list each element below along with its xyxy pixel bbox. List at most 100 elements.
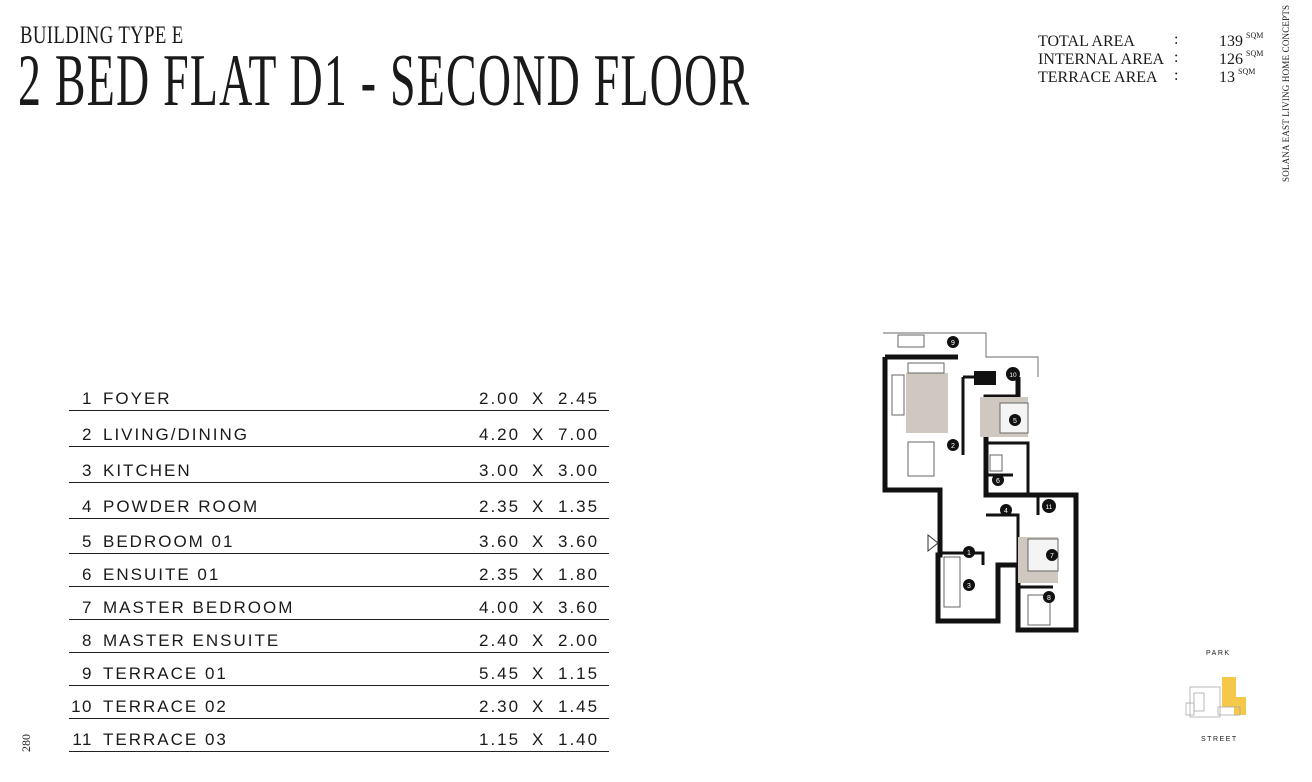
area-colon: : bbox=[1174, 31, 1179, 48]
table-row: 9 TERRACE 01 5.45 X 1.15 bbox=[69, 663, 609, 686]
room-number: 3 bbox=[82, 461, 93, 480]
ensuite-fixtures bbox=[989, 454, 1003, 472]
svg-text:7: 7 bbox=[1050, 553, 1054, 560]
room-name: MASTER ENSUITE bbox=[103, 631, 281, 650]
dimension-separator: X bbox=[532, 532, 544, 551]
table-row: 10 TERRACE 02 2.30 X 1.45 bbox=[69, 696, 609, 719]
dimension-separator: X bbox=[532, 461, 544, 480]
room-length: 2.00 bbox=[558, 631, 600, 650]
room-length: 3.00 bbox=[558, 461, 600, 480]
plan-marker-2: 2 bbox=[947, 439, 959, 451]
room-width: 3.60 bbox=[479, 532, 521, 551]
plan-marker-7: 7 bbox=[1046, 549, 1058, 561]
table-row: 7 MASTER BEDROOM 4.00 X 3.60 bbox=[69, 597, 609, 620]
page-title: 2 BED FLAT D1 - SECOND FLOOR bbox=[18, 40, 751, 122]
room-width: 2.00 bbox=[479, 389, 521, 408]
room-name: MASTER BEDROOM bbox=[103, 598, 295, 617]
svg-text:2: 2 bbox=[951, 443, 955, 450]
room-number: 1 bbox=[82, 389, 93, 408]
dimension-separator: X bbox=[532, 631, 544, 650]
area-number: 139 bbox=[1219, 33, 1243, 50]
room-name: LIVING/DINING bbox=[103, 425, 249, 444]
terrace-railing bbox=[974, 371, 996, 385]
table-row: 2 LIVING/DINING 4.20 X 7.00 bbox=[69, 424, 609, 447]
floor-plan: 1 2 3 4 5 6 7 8 9 10 11 bbox=[882, 332, 1079, 633]
table-row: 5 BEDROOM 01 3.60 X 3.60 bbox=[69, 531, 609, 554]
table-row: 3 KITCHEN 3.00 X 3.00 bbox=[69, 460, 609, 483]
dimension-separator: X bbox=[532, 565, 544, 584]
building-type-label: BUILDING TYPE E bbox=[20, 22, 184, 49]
room-length: 1.80 bbox=[558, 565, 600, 584]
room-length: 1.45 bbox=[558, 697, 600, 716]
room-name: FOYER bbox=[103, 389, 172, 408]
dimension-separator: X bbox=[532, 730, 544, 749]
plan-marker-1: 1 bbox=[963, 546, 975, 558]
brand-vertical-text: SOLANA EAST LIVING HOME CONCEPTS bbox=[1281, 4, 1291, 182]
room-name: BEDROOM 01 bbox=[103, 532, 235, 551]
room-length: 1.40 bbox=[558, 730, 600, 749]
room-name: TERRACE 03 bbox=[103, 730, 228, 749]
dimension-separator: X bbox=[532, 497, 544, 516]
interior-wall bbox=[986, 441, 1030, 495]
room-width: 4.20 bbox=[479, 425, 521, 444]
svg-text:3: 3 bbox=[967, 583, 971, 590]
dimension-separator: X bbox=[532, 697, 544, 716]
dimension-separator: X bbox=[532, 389, 544, 408]
room-name: KITCHEN bbox=[103, 461, 192, 480]
area-colon: : bbox=[1174, 67, 1179, 84]
dining-table bbox=[907, 441, 935, 477]
key-plan-diagram bbox=[1185, 677, 1246, 718]
interior-wall bbox=[938, 551, 985, 565]
dimension-separator: X bbox=[532, 598, 544, 617]
plan-marker-6: 6 bbox=[992, 474, 1004, 486]
svg-text:8: 8 bbox=[1047, 595, 1051, 602]
dimension-separator: X bbox=[532, 664, 544, 683]
room-width: 5.45 bbox=[479, 664, 521, 683]
room-name: ENSUITE 01 bbox=[103, 565, 221, 584]
page-number: 280 bbox=[19, 734, 33, 752]
table-row: 6 ENSUITE 01 2.35 X 1.80 bbox=[69, 564, 609, 587]
room-width: 2.35 bbox=[479, 565, 521, 584]
terrace-outline bbox=[883, 332, 1039, 377]
table-row: 8 MASTER ENSUITE 2.40 X 2.00 bbox=[69, 630, 609, 653]
room-width: 2.35 bbox=[479, 497, 521, 516]
sofa bbox=[891, 374, 905, 416]
key-plan: PARK STREET bbox=[1180, 645, 1260, 750]
dimension-separator: X bbox=[532, 425, 544, 444]
interior-wall bbox=[986, 513, 1020, 565]
plan-marker-9: 9 bbox=[947, 336, 959, 348]
table-row: 1 FOYER 2.00 X 2.45 bbox=[69, 388, 609, 411]
room-width: 1.15 bbox=[479, 730, 521, 749]
living-rug bbox=[906, 373, 948, 433]
room-number: 11 bbox=[72, 730, 93, 749]
area-label: TERRACE AREA bbox=[1038, 69, 1158, 86]
room-length: 3.60 bbox=[558, 598, 600, 617]
plan-marker-11: 11 bbox=[1042, 499, 1056, 513]
svg-text:11: 11 bbox=[1046, 504, 1053, 511]
area-label: INTERNAL AREA bbox=[1038, 51, 1165, 68]
room-number: 5 bbox=[82, 532, 93, 551]
room-name: TERRACE 02 bbox=[103, 697, 228, 716]
room-name: TERRACE 01 bbox=[103, 664, 228, 683]
area-unit: SQM bbox=[1238, 67, 1256, 76]
room-length: 2.45 bbox=[558, 389, 600, 408]
svg-text:1: 1 bbox=[967, 550, 971, 557]
room-length: 1.15 bbox=[558, 664, 600, 683]
area-unit: SQM bbox=[1246, 49, 1264, 58]
area-number: 13 bbox=[1219, 69, 1235, 86]
room-number: 6 bbox=[82, 565, 93, 584]
plan-marker-10: 10 bbox=[1006, 367, 1020, 381]
svg-text:9: 9 bbox=[951, 340, 955, 347]
room-number: 4 bbox=[82, 497, 93, 516]
area-colon: : bbox=[1174, 49, 1179, 66]
entry-arrow-icon bbox=[927, 533, 939, 553]
terrace-lounger bbox=[897, 334, 925, 348]
plan-marker-5: 5 bbox=[1009, 414, 1021, 426]
